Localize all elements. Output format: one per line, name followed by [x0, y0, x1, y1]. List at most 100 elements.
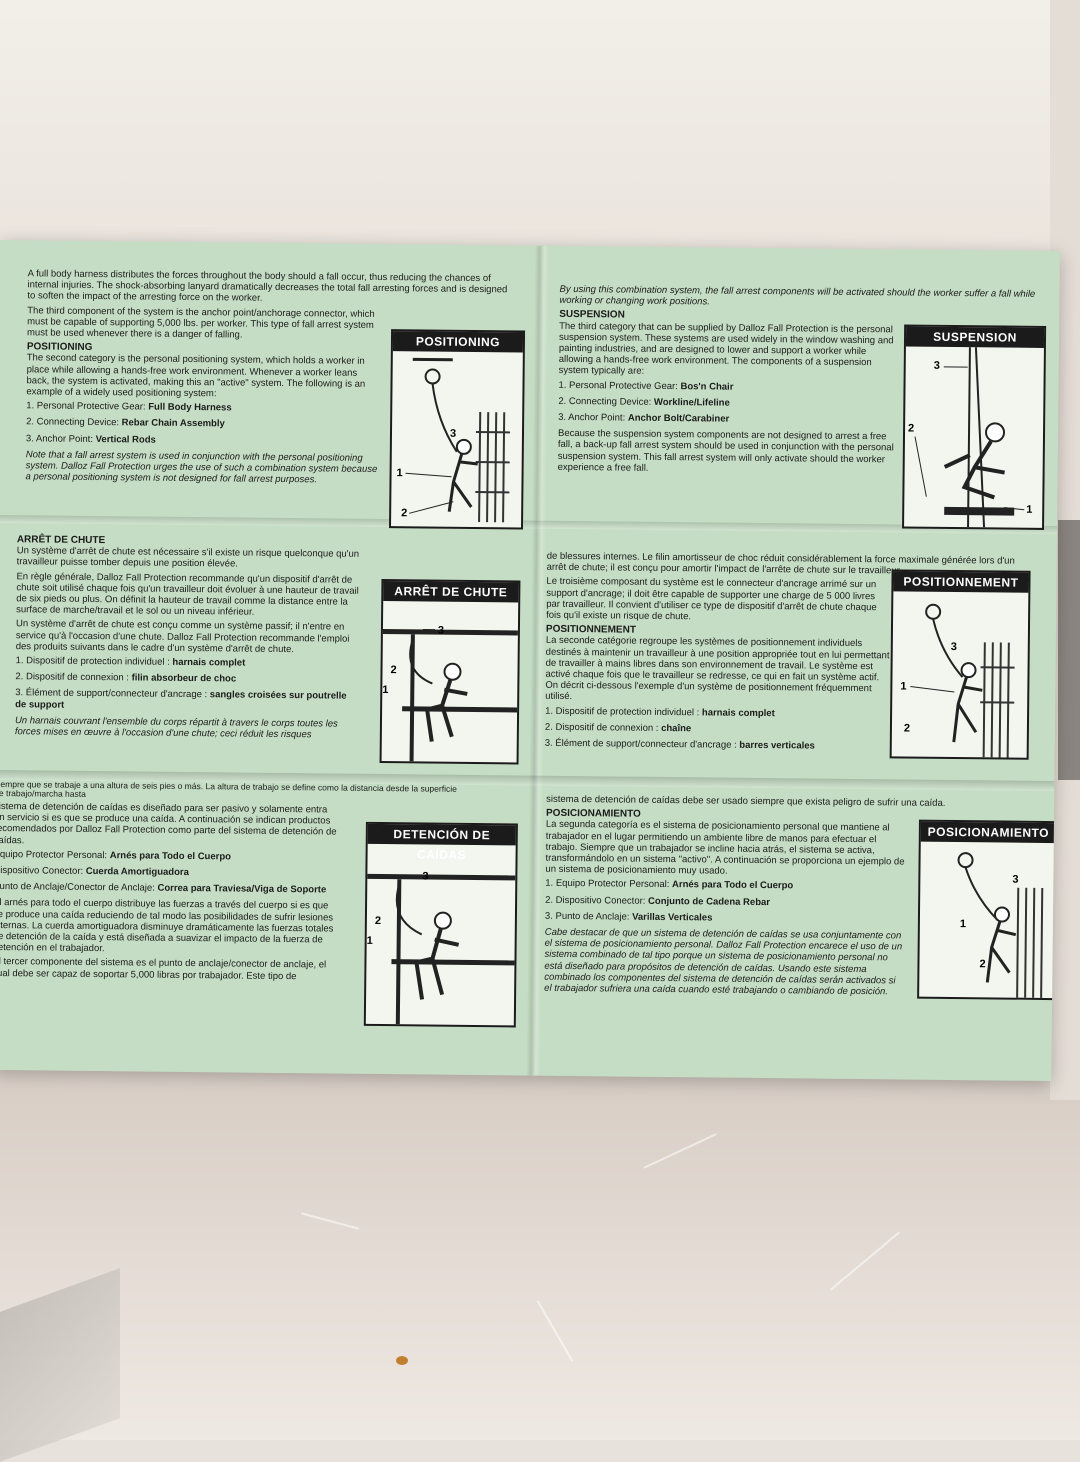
callout-1: 1: [960, 918, 966, 930]
item-value: Arnés para Todo el Cuerpo: [672, 879, 793, 891]
callout-2: 2: [375, 915, 381, 927]
item-label: 2. Dispositif de connexion :: [15, 671, 131, 683]
item-value: Arnés para Todo el Cuerpo: [110, 850, 231, 862]
item-value: chaîne: [661, 723, 691, 734]
callout-3: 3: [422, 870, 428, 882]
item-label: 3. Anchor Point:: [558, 412, 628, 424]
list-item: 1. Equipo Protector Personal: Arnés para…: [545, 878, 905, 893]
list-item: 1. Dispositif de protection individuel :…: [545, 705, 890, 720]
es-paragraph: sistema de detención de caídas es diseña…: [0, 801, 339, 849]
component-list: 1. Personal Protective Gear: Full Body H…: [26, 401, 381, 448]
illustration-detencion: DETENCIÓN DE CAÍDAS 3 2 1: [364, 822, 518, 1028]
callout-1: 1: [1026, 504, 1032, 516]
item-value: harnais complet: [702, 707, 775, 719]
callout-3: 3: [450, 428, 456, 440]
list-item: 3. Anchor Point: Vertical Rods: [26, 433, 381, 448]
positioning-paragraph: The second category is the personal posi…: [26, 353, 381, 402]
item-label: 1. Equipo Protector Personal:: [545, 878, 672, 890]
es-paragraph: siempre que se trabaje a una altura de s…: [0, 780, 464, 803]
callout-2: 2: [904, 722, 910, 734]
item-label: 1. Personal Protective Gear:: [26, 401, 148, 413]
item-label: Dispositivo Conector:: [0, 865, 86, 877]
illustration-label: DETENCIÓN DE CAÍDAS: [368, 824, 516, 846]
item-value: Cuerda Amortiguadora: [86, 866, 189, 878]
item-label: 1. Dispositif de protection individuel :: [16, 655, 173, 668]
callout-2: 2: [401, 507, 407, 519]
intro-paragraph: By using this combination system, the fa…: [559, 284, 1039, 311]
harness-paragraph: A full body harness distributes the forc…: [27, 268, 517, 307]
fr-paragraph: La seconde catégorie regroupe les systèm…: [545, 635, 891, 706]
list-item: 2. Dispositivo Conector: Conjunto de Cad…: [545, 894, 905, 909]
list-item: Punto de Anclaje/Conector de Anclaje: Co…: [0, 881, 338, 896]
worker-arret-drawing: 3 2 1: [382, 601, 519, 762]
item-label: Equipo Protector Personal:: [0, 849, 110, 861]
list-item: 3. Anchor Point: Anchor Bolt/Carabiner: [558, 412, 898, 427]
item-label: 3. Punto de Anclaje:: [545, 911, 632, 923]
item-label: 2. Dispositif de connexion :: [545, 722, 661, 734]
callout-3: 3: [1012, 874, 1018, 886]
item-label: 1. Dispositif de protection individuel :: [545, 705, 702, 718]
component-list: 1. Dispositif de protection individuel :…: [545, 705, 890, 752]
list-item: 2. Dispositif de connexion : filin absor…: [15, 671, 360, 686]
anchor-paragraph: The third component of the system is the…: [27, 305, 382, 342]
callout-3: 3: [438, 625, 444, 637]
item-value: Bos'n Chair: [680, 381, 733, 393]
illustration-label: POSITIONNEMENT: [893, 571, 1028, 592]
list-item: 2. Connecting Device: Rebar Chain Assemb…: [26, 417, 381, 432]
item-value: filin absorbeur de choc: [132, 673, 237, 685]
es-paragraph: El arnés para todo el cuerpo distribuye …: [0, 897, 338, 957]
item-value: Full Body Harness: [148, 402, 232, 414]
fr-paragraph: Un système d'arrêt de chute est conçu co…: [16, 619, 361, 656]
list-item: 1. Dispositif de protection individuel :…: [16, 655, 361, 670]
callout-1: 1: [397, 467, 403, 479]
illustration-posicionamiento: POSICIONAMIENTO 3 1 2: [917, 820, 1058, 1000]
list-item: Dispositivo Conector: Cuerda Amortiguado…: [0, 865, 338, 880]
item-value: Correa para Traviesa/Viga de Soporte: [157, 883, 326, 896]
list-item: 3. Élément de support/connecteur d'ancra…: [15, 688, 360, 714]
callout-2: 2: [979, 958, 985, 970]
illustration-positioning: POSITIONING 3 1 2: [389, 329, 525, 529]
item-value: Anchor Bolt/Carabiner: [628, 413, 729, 425]
item-label: 2. Connecting Device:: [26, 417, 122, 429]
item-value: Rebar Chain Assembly: [122, 418, 225, 430]
illustration-positionnement: POSITIONNEMENT 3 1 2: [890, 569, 1031, 759]
callout-2: 2: [390, 664, 396, 676]
item-value: barres verticales: [739, 740, 815, 752]
item-value: harnais complet: [172, 657, 245, 669]
suspension-paragraph: The third category that can be supplied …: [559, 320, 900, 380]
worker-positioning-drawing: 3 1 2: [391, 351, 523, 527]
component-list: 1. Dispositif de protection individuel :…: [15, 655, 361, 713]
list-item: 3. Élément de support/connecteur d'ancra…: [545, 738, 890, 753]
wall-shadow: [1058, 520, 1080, 780]
worker-detencion-drawing: 3 2 1: [366, 844, 516, 1026]
leaflet-sheet: A full body harness distributes the forc…: [0, 240, 1060, 1081]
illustration-label: SUSPENSION: [906, 326, 1044, 347]
list-item: 1. Personal Protective Gear: Bos'n Chair: [558, 379, 898, 394]
illustration-arret-de-chute: ARRÊT DE CHUTE 3 2 1: [380, 579, 521, 764]
item-label: 2. Connecting Device:: [558, 396, 654, 408]
backup-paragraph: Because the suspension system components…: [558, 428, 898, 476]
component-list: 1. Equipo Protector Personal: Arnés para…: [545, 878, 905, 925]
fr-paragraph: Le troisième composant du système est le…: [546, 576, 886, 624]
illustration-label: POSICIONAMIENTO: [921, 822, 1056, 843]
item-value: Conjunto de Cadena Rebar: [648, 895, 770, 907]
item-label: 3. Élément de support/connecteur d'ancra…: [545, 738, 740, 751]
list-item: 1. Personal Protective Gear: Full Body H…: [26, 401, 381, 416]
item-label: 3. Anchor Point:: [26, 433, 96, 445]
callout-1: 1: [367, 935, 373, 947]
item-value: Varillas Verticales: [632, 911, 712, 923]
note-paragraph: Note that a fall arrest system is used i…: [25, 449, 380, 486]
component-list: 1. Personal Protective Gear: Bos'n Chair…: [558, 379, 898, 426]
illustration-label: POSITIONING: [393, 331, 523, 352]
worker-positionnement-drawing: 3 1 2: [892, 591, 1029, 757]
worker-suspension-drawing: 3 2 1: [904, 346, 1044, 527]
component-list: Equipo Protector Personal: Arnés para To…: [0, 849, 339, 896]
item-label: 1. Personal Protective Gear:: [558, 379, 680, 391]
horizontal-fold: [0, 515, 1057, 534]
list-item: 2. Dispositif de connexion : chaîne: [545, 722, 890, 737]
item-value: Vertical Rods: [96, 434, 156, 446]
worker-posicionamiento-drawing: 3 1 2: [919, 842, 1056, 998]
callout-1: 1: [382, 684, 388, 696]
list-item: Equipo Protector Personal: Arnés para To…: [0, 849, 339, 864]
callout-1: 1: [900, 680, 906, 692]
